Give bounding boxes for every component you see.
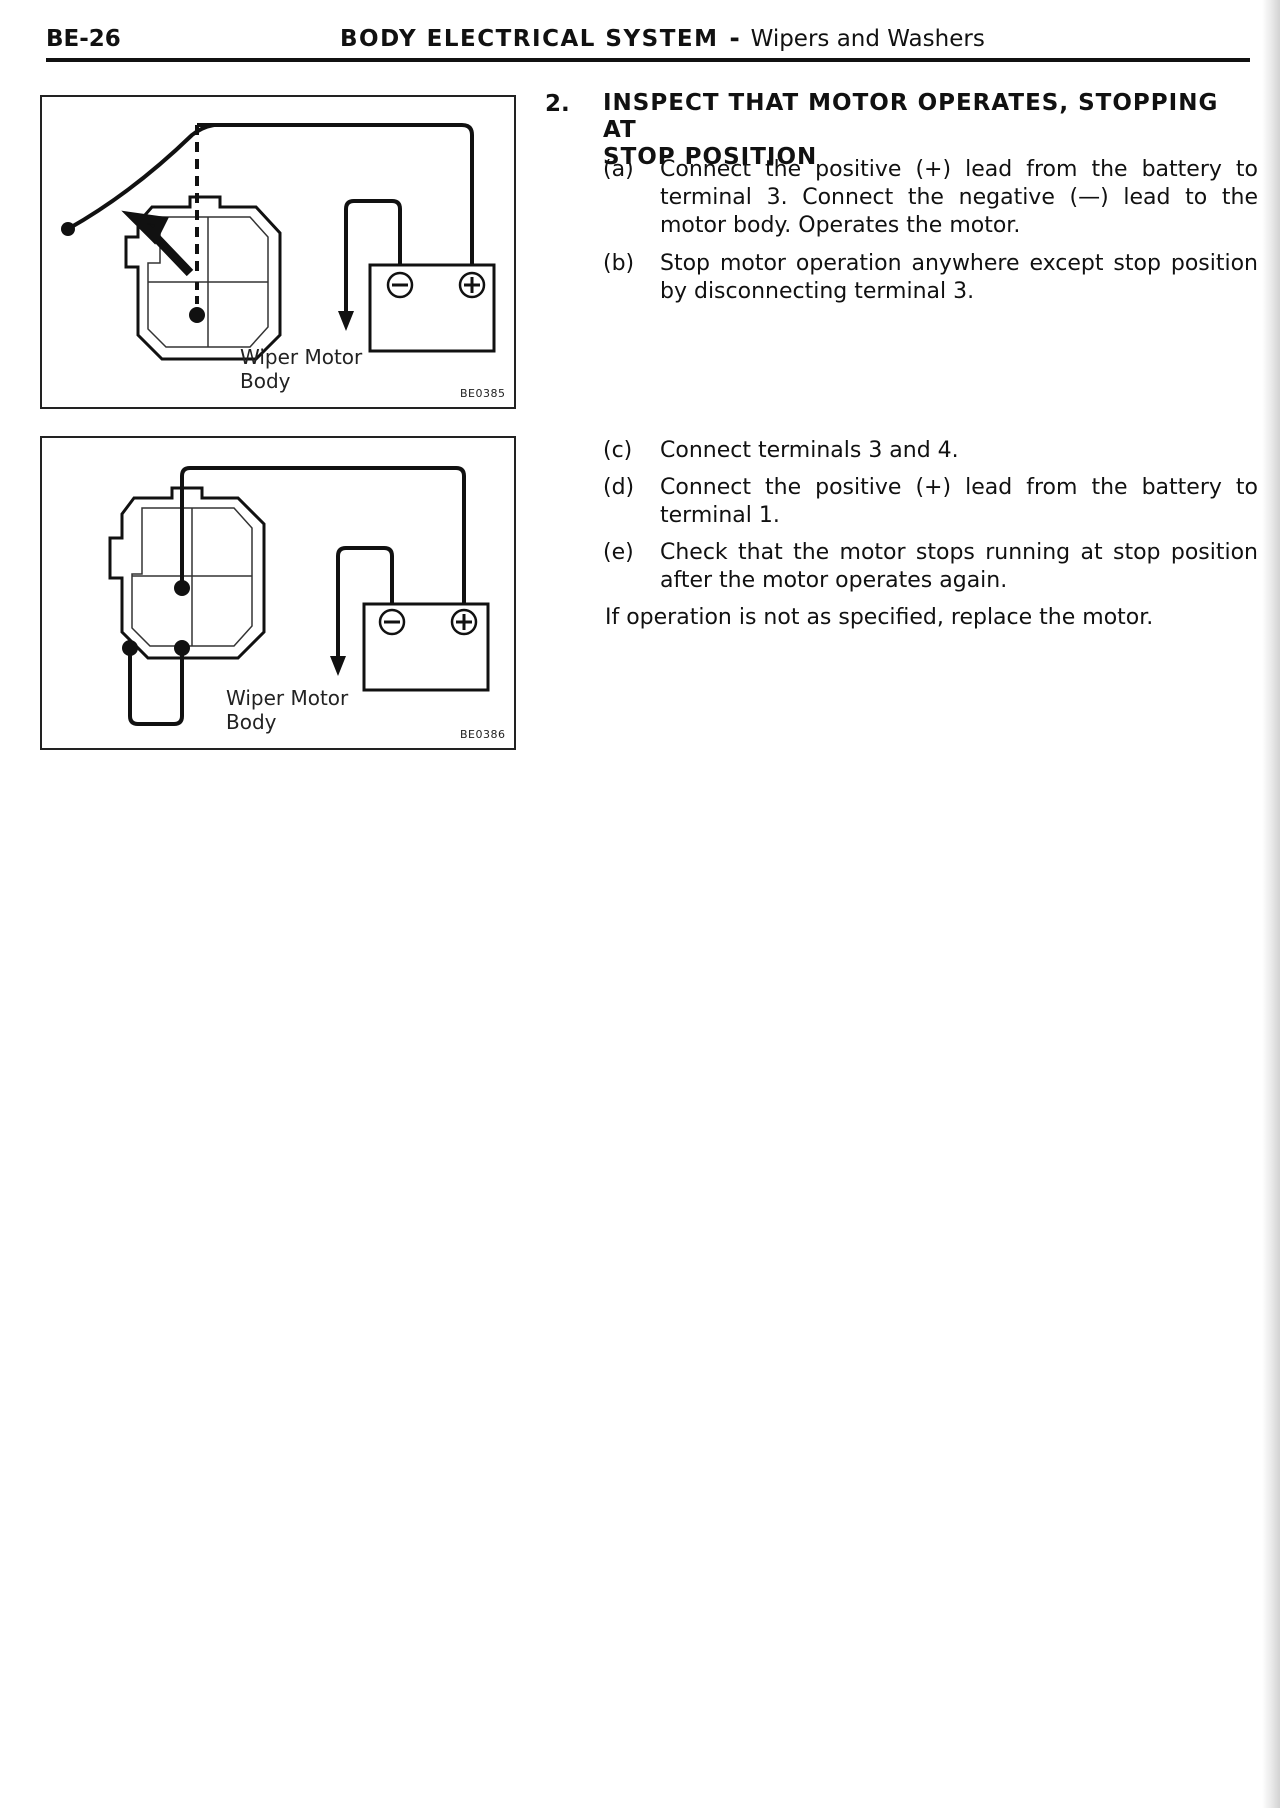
pointer-arrow (121, 210, 194, 277)
motor-connector-outline (124, 195, 282, 361)
terminal-3-dot (189, 307, 205, 323)
negative-lead-wire (344, 199, 402, 319)
figure-label: Wiper Motor Body (240, 345, 363, 393)
item-label: (b) (603, 251, 635, 276)
body-ground-dot (61, 222, 75, 236)
item-label: (e) (603, 540, 634, 565)
section-title: BODY ELECTRICAL SYSTEM ▬ Wipers and Wash… (340, 26, 985, 52)
procedure-note: If operation is not as specified, replac… (605, 605, 1154, 630)
figure-code: BE0386 (460, 728, 506, 741)
jumper-wire (128, 648, 184, 726)
figure-code: BE0385 (460, 387, 506, 400)
item-label: (c) (603, 438, 633, 463)
page-code: BE-26 (46, 26, 121, 52)
header-rule (46, 58, 1250, 62)
item-text: Check that the motor stops running at st… (660, 540, 1258, 593)
positive-lead-wire (197, 123, 474, 265)
item-text: Connect the positive (+) lead from the b… (660, 157, 1258, 238)
item-label: (a) (603, 157, 634, 182)
motor-connector-outline (108, 486, 266, 660)
page-header: BE-26 BODY ELECTRICAL SYSTEM ▬ Wipers an… (46, 22, 1250, 62)
page-edge-shadow (1262, 0, 1280, 1808)
procedure-text: 2. INSPECT THAT MOTOR OPERATES, STOPPING… (545, 90, 1258, 650)
item-label: (d) (603, 475, 635, 500)
item-text: Connect terminals 3 and 4. (660, 438, 959, 463)
ground-lead-wire (67, 123, 215, 231)
figure-stop-position-check: Wiper Motor Body BE0386 (40, 436, 516, 750)
section-subtitle: Wipers and Washers (750, 26, 985, 52)
wiring-diagram-1 (61, 123, 496, 361)
figure-label: Wiper Motor Body (226, 686, 349, 734)
negative-lead-arrowhead (330, 656, 346, 676)
step-number: 2. (545, 91, 570, 117)
section-main-title: BODY ELECTRICAL SYSTEM (340, 26, 719, 52)
title-separator: ▬ (729, 34, 740, 45)
negative-lead-arrowhead (338, 311, 354, 331)
item-text: Connect the positive (+) lead from the b… (660, 475, 1258, 528)
step-heading: INSPECT THAT MOTOR OPERATES, STOPPING AT… (603, 90, 1219, 170)
negative-lead-wire (336, 546, 394, 664)
positive-lead-wire (180, 466, 466, 604)
wiring-diagram-2 (108, 466, 490, 726)
item-text: Stop motor operation anywhere except sto… (660, 251, 1258, 304)
figure-stop-motor: Wiper Motor Body BE0385 (40, 95, 516, 409)
